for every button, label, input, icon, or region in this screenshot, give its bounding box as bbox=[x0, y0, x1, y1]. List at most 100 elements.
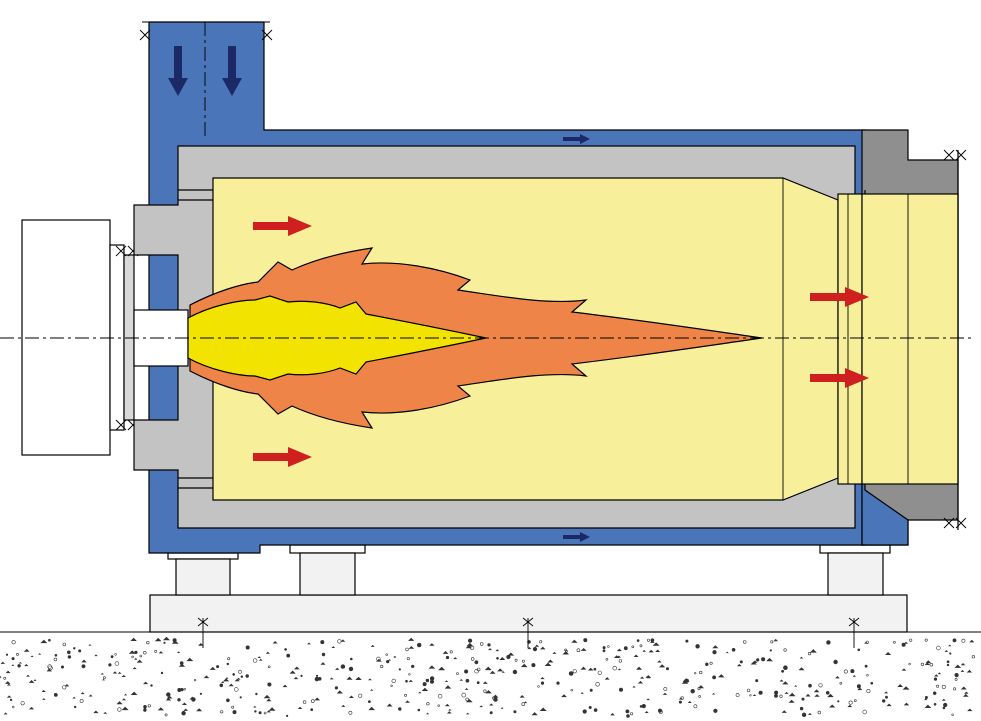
soil-speckle bbox=[799, 656, 804, 659]
soil-speckle bbox=[766, 657, 773, 662]
soil-speckle bbox=[556, 681, 560, 685]
soil-speckle bbox=[349, 657, 353, 661]
soil-speckle bbox=[468, 638, 473, 643]
soil-speckle bbox=[143, 681, 149, 685]
soil-speckle bbox=[807, 651, 812, 656]
flange-cross-icon bbox=[115, 245, 139, 431]
soil-speckle bbox=[496, 656, 499, 660]
soil-speckle bbox=[471, 657, 475, 661]
support-foot-right bbox=[819, 544, 891, 596]
soil-speckle bbox=[961, 638, 966, 643]
soil-speckle bbox=[618, 659, 623, 663]
soil-speckle bbox=[429, 643, 435, 646]
soil-speckle bbox=[936, 645, 941, 651]
anchor-bolt-icon bbox=[197, 617, 209, 648]
soil-speckle bbox=[587, 667, 594, 671]
soil-speckle bbox=[286, 714, 289, 718]
soil-speckle bbox=[314, 676, 320, 682]
outlet-neck bbox=[837, 193, 863, 485]
soil-speckle bbox=[0, 661, 6, 664]
soil-speckle bbox=[932, 691, 937, 695]
soil-speckle bbox=[941, 698, 946, 701]
soil-speckle bbox=[310, 699, 315, 703]
soil-speckle bbox=[761, 657, 766, 662]
right-arrow-icon bbox=[253, 216, 312, 236]
soil-speckle bbox=[18, 661, 23, 664]
soil-speckle bbox=[597, 670, 602, 675]
soil-speckle bbox=[444, 680, 449, 683]
soil-speckle bbox=[199, 692, 202, 695]
soil-speckle bbox=[128, 650, 136, 654]
soil-speckle bbox=[219, 683, 224, 688]
soil-speckle bbox=[626, 714, 630, 718]
soil-speckle bbox=[641, 703, 646, 709]
soil-speckle bbox=[501, 671, 505, 673]
soil-speckle bbox=[705, 662, 709, 666]
soil-speckle bbox=[336, 690, 343, 694]
soil-speckle bbox=[537, 685, 540, 688]
soil-speckle bbox=[520, 663, 528, 668]
soil-speckle bbox=[183, 688, 187, 691]
soil-speckle bbox=[712, 650, 717, 655]
soil-speckle bbox=[265, 651, 270, 654]
soil-speckle bbox=[694, 672, 697, 675]
soil-speckle bbox=[406, 657, 410, 661]
soil-speckle bbox=[421, 687, 429, 691]
soil-speckle bbox=[833, 659, 838, 665]
soil-speckle bbox=[103, 711, 108, 714]
soil-speckle bbox=[453, 657, 458, 660]
right-arrow-icon bbox=[253, 447, 312, 467]
soil-speckle bbox=[749, 694, 752, 697]
soil-speckle bbox=[712, 645, 719, 649]
soil-speckle bbox=[650, 640, 655, 643]
soil-speckle bbox=[949, 652, 952, 655]
soil-speckle bbox=[203, 675, 210, 679]
mounting-plate bbox=[123, 254, 135, 421]
soil-speckle bbox=[60, 665, 64, 669]
soil-speckle bbox=[9, 698, 13, 702]
soil-speckle bbox=[944, 650, 949, 652]
motor-flange bbox=[109, 244, 125, 431]
soil-speckle bbox=[942, 706, 946, 710]
soil-speckle bbox=[334, 686, 339, 690]
down-arrow-icon bbox=[222, 46, 242, 96]
soil-speckle bbox=[962, 693, 969, 697]
soil-speckle bbox=[302, 700, 307, 704]
soil-speckle bbox=[665, 667, 669, 671]
soil-speckle bbox=[752, 694, 757, 696]
soil-speckle bbox=[408, 637, 415, 641]
soil-speckle bbox=[570, 688, 573, 692]
soil-speckle bbox=[865, 640, 869, 644]
soil-speckle bbox=[380, 664, 384, 669]
soil-speckle bbox=[198, 642, 204, 646]
soil-speckle bbox=[67, 655, 72, 659]
soil-speckle bbox=[678, 700, 682, 704]
soil-speckle bbox=[616, 655, 621, 658]
soil-speckle bbox=[108, 663, 112, 667]
soil-speckle bbox=[936, 684, 940, 688]
soil-speckle bbox=[685, 639, 689, 643]
casing-flow-arrows bbox=[563, 134, 590, 542]
soil-speckle bbox=[267, 682, 272, 687]
soil-speckle bbox=[801, 697, 805, 701]
soil-speckle bbox=[158, 651, 164, 654]
soil-speckle bbox=[967, 708, 973, 712]
soil-speckle bbox=[908, 662, 911, 666]
soil-speckle bbox=[376, 658, 382, 662]
soil-speckle bbox=[297, 706, 303, 709]
soil-speckle bbox=[852, 675, 856, 677]
soil-speckle bbox=[946, 660, 950, 664]
soil-speckle bbox=[623, 646, 628, 651]
soil-speckle bbox=[492, 694, 499, 698]
soil-speckle bbox=[484, 666, 492, 671]
soil-speckle bbox=[847, 704, 853, 708]
soil-speckle bbox=[625, 709, 630, 714]
soil-speckle bbox=[417, 708, 421, 712]
soil-speckle bbox=[648, 649, 654, 653]
soil-speckle bbox=[320, 662, 326, 665]
soil-speckle bbox=[870, 681, 874, 685]
soil-speckle bbox=[266, 710, 271, 713]
soil-speckle bbox=[186, 657, 194, 662]
soil-speckle bbox=[717, 674, 725, 678]
soil-speckle bbox=[23, 648, 30, 652]
